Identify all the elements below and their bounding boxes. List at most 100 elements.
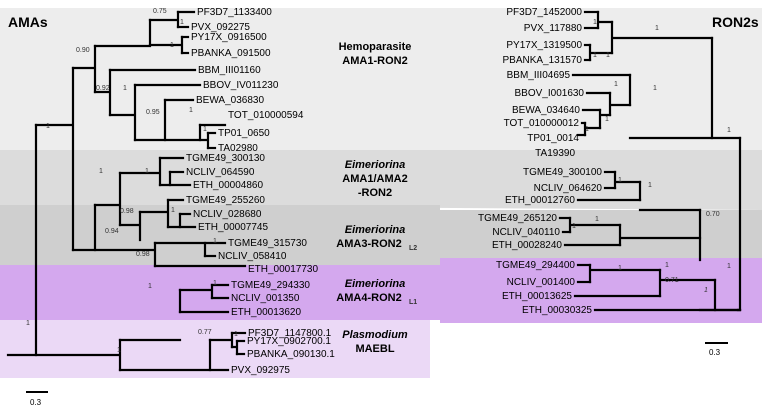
support-value: 0.92	[96, 85, 110, 92]
leaf-label: ETH_00028240	[492, 240, 562, 251]
leaf-label: BEWA_036830	[196, 95, 264, 106]
leaf-label: PVX_092275	[191, 22, 250, 33]
support-value: 1	[213, 238, 217, 245]
support-value: 0.70	[706, 211, 720, 218]
support-value: 1	[117, 347, 121, 354]
support-value: 1	[585, 126, 589, 133]
leaf-label: BEWA_034640	[512, 105, 580, 116]
group-plas-line1: Plasmodium	[342, 329, 408, 341]
leaf-label: TGME49_255260	[186, 195, 265, 206]
support-value: 0.94	[105, 228, 119, 235]
support-value: 1	[593, 19, 597, 26]
leaf-label: PY17X_0902700.1	[247, 336, 331, 347]
support-value: 1	[148, 283, 152, 290]
band-eimeriorina-ama3	[0, 205, 762, 265]
leaf-label: NCLIV_001400	[507, 277, 576, 288]
support-value: 0.71	[665, 277, 679, 284]
band-hemoparasite	[0, 8, 762, 150]
support-value: 1	[234, 331, 238, 338]
leaf-label: PY17X_0916500	[191, 32, 267, 43]
band-eimeriorina-ama1	[0, 150, 762, 210]
leaf-label: PY17X_1319500	[506, 40, 582, 51]
leaf-label: PBANKA_131570	[502, 55, 582, 66]
scale-bar-right: 0.3	[705, 342, 728, 357]
support-value: 1	[618, 265, 622, 272]
support-value: 1	[593, 52, 597, 59]
leaf-label: NCLIV_064620	[534, 183, 603, 194]
leaf-label: ETH_00017730	[248, 264, 318, 275]
support-value: 1	[618, 177, 622, 184]
group-eim2-line1: Eimeriorina	[345, 224, 406, 236]
leaf-label: TGME49_300100	[523, 167, 602, 178]
leaf-label: PBANKA_090130.1	[247, 349, 335, 360]
leaf-label: BBM_III04695	[507, 70, 571, 81]
leaf-label: BBM_III01160	[198, 65, 261, 76]
support-value: 1	[180, 19, 184, 26]
support-value: 1	[704, 287, 708, 294]
group-eim2-sub: L2	[409, 245, 417, 252]
group-plas-line2: MAEBL	[355, 343, 394, 355]
group-eim3-sub: L1	[409, 299, 417, 306]
support-value: 1	[203, 126, 207, 133]
group-eim3-line2: AMA4-RON2	[336, 292, 401, 304]
support-value: 1	[46, 123, 50, 130]
support-value: 0.90	[76, 47, 90, 54]
leaf-label: PF3D7_1452000	[506, 7, 582, 18]
support-value: 1	[171, 207, 175, 214]
leaf-label: NCLIV_001350	[231, 293, 300, 304]
band-eimeriorina-ama4	[0, 258, 762, 323]
leaf-label: TGME49_265120	[478, 213, 557, 224]
support-value: 1	[26, 320, 30, 327]
support-value: 1	[605, 116, 609, 123]
group-eim1-line2: AMA1/AMA2	[342, 173, 407, 185]
right-tree	[558, 10, 742, 312]
left-leaf-labels: PF3D7_1133400 PVX_092275 PY17X_0916500 P…	[186, 7, 335, 376]
support-value: 1	[213, 280, 217, 287]
leaf-label: PBANKA_091500	[191, 48, 271, 59]
support-value: 1	[727, 263, 731, 270]
leaf-label: PF3D7_1133400	[197, 7, 272, 18]
group-hemo-line1: Hemoparasite	[339, 41, 412, 53]
support-value: 0.95	[146, 109, 160, 116]
leaf-label: TP01_0014	[527, 133, 579, 144]
leaf-label: ETH_00012760	[505, 195, 575, 206]
leaf-label: ETH_00013625	[502, 291, 572, 302]
leaf-label: PF3D7_1147800.1	[248, 328, 332, 339]
leaf-label: TOT_010000012	[504, 118, 580, 129]
leaf-label: PVX_117880	[524, 23, 583, 34]
right-header: RON2s	[712, 14, 759, 30]
support-value: 1	[123, 85, 127, 92]
group-eim2-line2: AMA3-RON2	[336, 238, 401, 250]
leaf-label: TGME49_294400	[496, 260, 575, 271]
leaf-label: NCLIV_058410	[218, 251, 287, 262]
support-value: 1	[99, 168, 103, 175]
support-value: 1	[648, 182, 652, 189]
support-value: 1	[572, 223, 576, 230]
support-value: 1	[665, 262, 669, 269]
left-tree	[6, 10, 247, 372]
leaf-label: BBOV_IV011230	[203, 80, 279, 91]
leaf-label: ETH_00004860	[193, 180, 263, 191]
clade-bands	[0, 8, 762, 378]
support-value: 1	[727, 127, 731, 134]
leaf-label: NCLIV_028680	[193, 209, 262, 220]
support-value: 0.75	[153, 8, 167, 15]
leaf-label: ETH_00007745	[198, 222, 268, 233]
leaf-label: PVX_092975	[231, 365, 290, 376]
support-value: 0.77	[198, 329, 212, 336]
support-value: 0.98	[120, 208, 134, 215]
support-value: 1	[653, 85, 657, 92]
leaf-label: TOT_010000594	[228, 110, 304, 121]
group-labels: Hemoparasite AMA1-RON2 Eimeriorina AMA1/…	[336, 41, 417, 355]
support-value: 1	[614, 81, 618, 88]
leaf-label: NCLIV_040110	[492, 227, 560, 238]
support-value: 1	[189, 107, 193, 114]
group-eim1-line1: Eimeriorina	[345, 159, 406, 171]
leaf-label: TA19390	[535, 148, 575, 159]
leaf-label: BBOV_I001630	[515, 88, 585, 99]
support-value: 1	[145, 168, 149, 175]
scale-bar-left-label: 0.3	[30, 398, 42, 407]
leaf-label: ETH_00013620	[231, 307, 301, 318]
band-plasmodium-maebl	[0, 320, 430, 378]
